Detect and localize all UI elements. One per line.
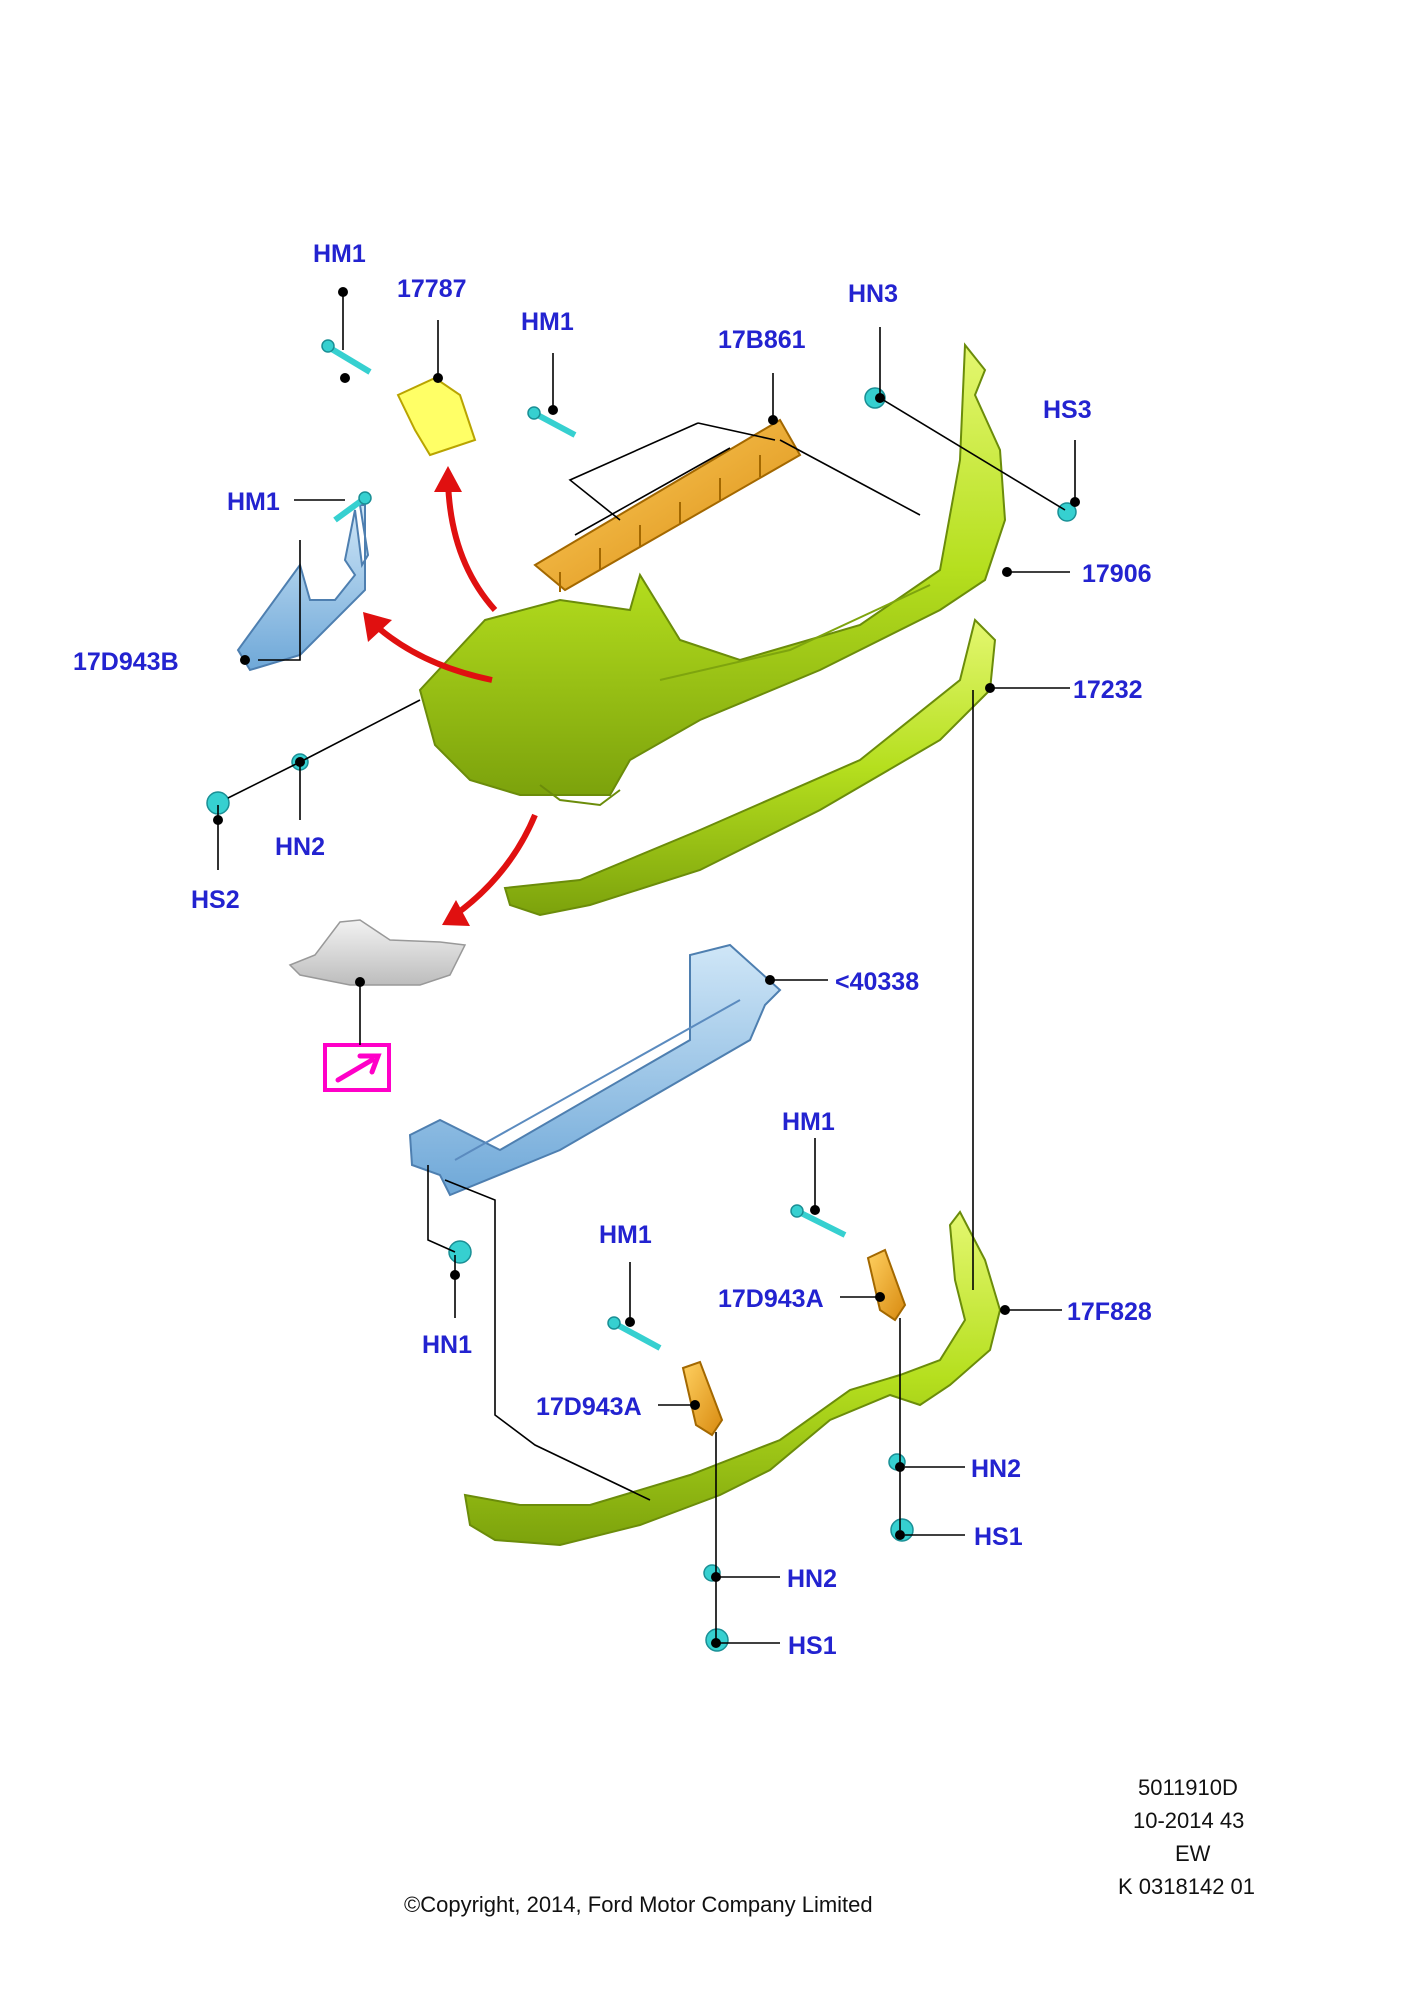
label-17906[interactable]: 17906 [1082, 560, 1152, 588]
reinforcement-beam-40338 [408, 943, 782, 1197]
arrow-heads [363, 466, 470, 926]
leader-dots [213, 287, 1080, 1648]
reflector-part [288, 919, 467, 986]
diagram-date: 10-2014 43 [1133, 1808, 1245, 1833]
energy-absorber-17B861 [533, 418, 802, 592]
label-40338[interactable]: <40338 [835, 968, 919, 996]
part-labels: HM1 17787 HM1 17B861 HN3 HS3 HM1 17906 1… [73, 240, 1152, 1660]
label-hn3[interactable]: HN3 [848, 280, 898, 308]
bracket-17D943A-upper [866, 1248, 907, 1322]
bracket-17787 [396, 376, 477, 457]
label-hs1-right[interactable]: HS1 [974, 1523, 1023, 1551]
label-hs1-bottom[interactable]: HS1 [788, 1632, 837, 1660]
label-17787[interactable]: 17787 [397, 275, 467, 303]
label-hm1-lower[interactable]: HM1 [599, 1221, 652, 1249]
label-17d943a-lower[interactable]: 17D943A [536, 1393, 642, 1421]
label-hn2-right[interactable]: HN2 [971, 1455, 1021, 1483]
copyright-notice: ©Copyright, 2014, Ford Motor Company Lim… [404, 1892, 873, 1917]
direction-arrows [373, 479, 538, 918]
label-hm1-upper-right[interactable]: HM1 [782, 1108, 835, 1136]
label-hs2[interactable]: HS2 [191, 886, 240, 914]
label-hm1-center[interactable]: HM1 [521, 308, 574, 336]
diagram-region: EW [1175, 1841, 1211, 1866]
leader-lines [217, 292, 1076, 1644]
label-hs3[interactable]: HS3 [1043, 396, 1092, 424]
label-17d943a-upper[interactable]: 17D943A [718, 1285, 824, 1313]
bracket-17D943A-lower [681, 1360, 724, 1437]
reference-arrow-icon [335, 1053, 382, 1083]
label-hm1-top-left[interactable]: HM1 [313, 240, 366, 268]
diffuser-17F828 [463, 1210, 1002, 1547]
label-hn1[interactable]: HN1 [422, 1331, 472, 1359]
side-bracket-17D943B [236, 504, 370, 672]
label-17232[interactable]: 17232 [1073, 676, 1143, 704]
label-hn2-left[interactable]: HN2 [275, 833, 325, 861]
bumper-cover-17906 [418, 342, 1007, 807]
label-hm1-left[interactable]: HM1 [227, 488, 280, 516]
diagram-code: 5011910D [1138, 1775, 1238, 1800]
label-17b861[interactable]: 17B861 [718, 326, 806, 354]
label-17d943b[interactable]: 17D943B [73, 648, 179, 676]
label-17f828[interactable]: 17F828 [1067, 1298, 1152, 1326]
diagram-reference: K 0318142 01 [1118, 1874, 1256, 1899]
label-hn2-bottom[interactable]: HN2 [787, 1565, 837, 1593]
